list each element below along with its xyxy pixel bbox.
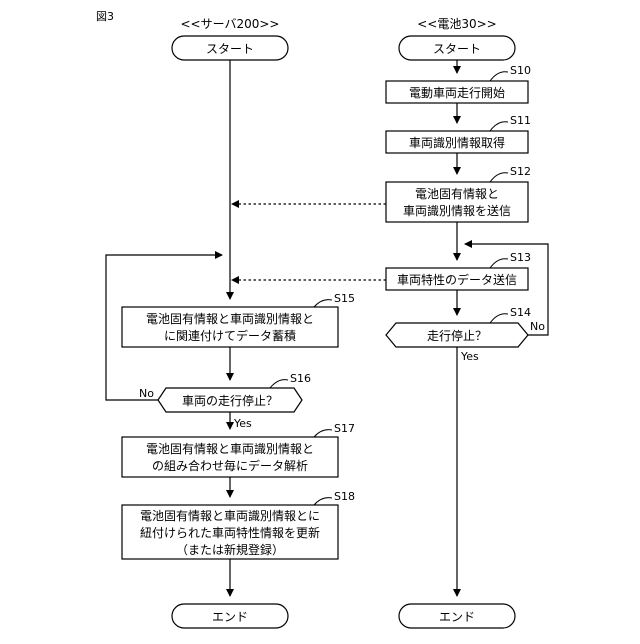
- s14-label: 走行停止？: [427, 328, 487, 343]
- s11-step-label: S11: [510, 114, 531, 127]
- s11-leader: [490, 122, 508, 131]
- s15-line-1: 電池固有情報と車両識別情報と: [146, 312, 314, 326]
- s17-process-box: 電池固有情報と車両識別情報と の組み合わせ毎にデータ解析: [122, 437, 338, 477]
- s16-decision: 車両の走行停止？: [158, 388, 302, 412]
- s11-label: 車両識別情報取得: [409, 135, 505, 150]
- s14-no-label: No: [530, 320, 545, 333]
- s16-yes-label: Yes: [233, 417, 252, 430]
- s13-process-box: 車両特性のデータ送信: [386, 268, 528, 290]
- battery-end-terminal: エンド: [399, 604, 515, 628]
- server-start-terminal: スタート: [172, 36, 288, 60]
- s14-leader: [490, 314, 508, 323]
- s13-step-label: S13: [510, 251, 531, 264]
- s16-step-label: S16: [290, 372, 311, 385]
- s14-step-label: S14: [510, 306, 531, 319]
- s11-process-box: 車両識別情報取得: [386, 131, 528, 153]
- s18-line-1: 電池固有情報と車両識別情報とに: [140, 509, 320, 523]
- s15-leader: [314, 300, 332, 307]
- s10-label: 電動車両走行開始: [409, 86, 505, 100]
- s17-leader: [314, 430, 332, 437]
- s16-label: 車両の走行停止？: [182, 393, 278, 408]
- lane-title-battery: <<電池30>>: [417, 17, 497, 31]
- s12-line-1: 電池固有情報と: [415, 187, 499, 201]
- server-start-label: スタート: [206, 42, 254, 56]
- s13-leader: [490, 259, 508, 268]
- s15-process-box: 電池固有情報と車両識別情報と に関連付けてデータ蓄積: [122, 307, 338, 347]
- s10-process-box: 電動車両走行開始: [386, 81, 528, 103]
- s17-line-1: 電池固有情報と車両識別情報と: [146, 442, 314, 456]
- s18-process-box: 電池固有情報と車両識別情報とに 紐付けられた車両特性情報を更新 （または新規登録…: [122, 505, 338, 559]
- lane-title-server: <<サーバ200>>: [180, 17, 279, 31]
- s18-step-label: S18: [334, 490, 355, 503]
- s16-leader: [270, 380, 288, 388]
- s15-step-label: S15: [334, 292, 355, 305]
- s12-process-box: 電池固有情報と 車両識別情報を送信: [386, 182, 528, 222]
- s14-decision: 走行停止？: [386, 323, 528, 347]
- s15-line-2: に関連付けてデータ蓄積: [164, 328, 296, 343]
- s18-line-2: 紐付けられた車両特性情報を更新: [140, 525, 320, 540]
- s12-line-2: 車両識別情報を送信: [403, 203, 511, 218]
- s13-label: 車両特性のデータ送信: [397, 272, 517, 287]
- s17-line-2: の組み合わせ毎にデータ解析: [152, 458, 308, 473]
- battery-end-label: エンド: [439, 610, 475, 624]
- battery-start-terminal: スタート: [399, 36, 515, 60]
- s10-step-label: S10: [510, 64, 531, 77]
- s17-step-label: S17: [334, 422, 355, 435]
- server-end-label: エンド: [212, 610, 248, 624]
- battery-start-label: スタート: [433, 42, 481, 56]
- s10-leader: [490, 72, 508, 81]
- s18-leader: [314, 498, 332, 505]
- server-end-terminal: エンド: [172, 604, 288, 628]
- s14-yes-label: Yes: [460, 350, 479, 363]
- s18-line-3: （または新規登録）: [176, 542, 284, 557]
- figure-label: 図3: [96, 10, 114, 23]
- s12-leader: [490, 173, 508, 182]
- s12-step-label: S12: [510, 165, 531, 178]
- s16-no-label: No: [139, 387, 154, 400]
